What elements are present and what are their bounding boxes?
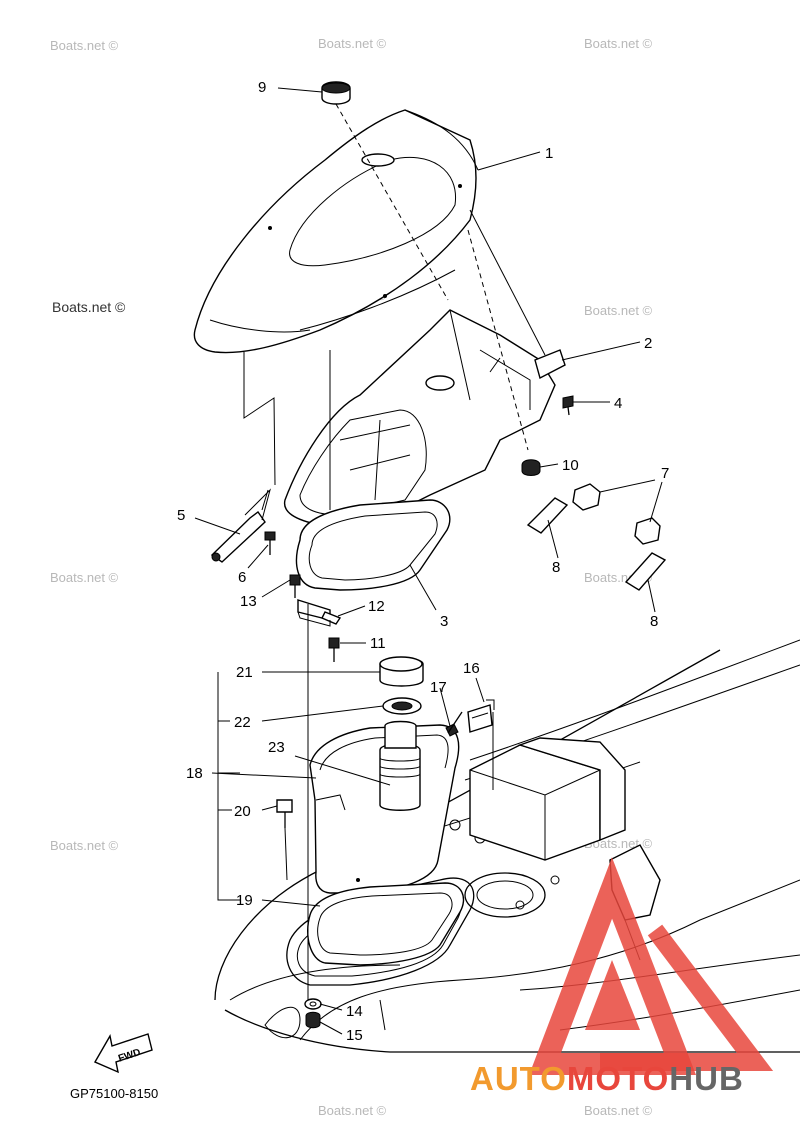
callout-8: 8: [552, 559, 560, 576]
part-18-tank: [309, 720, 460, 894]
part-2-frame: [283, 309, 566, 526]
part-12-bracket: [297, 599, 342, 627]
leader-lines: [194, 87, 663, 1035]
part-13-screw: [289, 574, 301, 598]
callout-2: 2: [644, 335, 652, 352]
part-8-pad-b: [624, 552, 667, 591]
diagram-code: GP75100-8150: [70, 1086, 158, 1101]
callout-3: 3: [440, 613, 448, 630]
callout-6: 6: [238, 569, 246, 586]
part-22-ring: [382, 697, 422, 715]
part-8-pad-a: [526, 497, 569, 534]
watermark: Boats.net ©: [50, 838, 119, 853]
callout-5: 5: [177, 507, 185, 524]
callout-4: 4: [614, 395, 622, 412]
callout-20: 20: [234, 803, 251, 820]
watermark: Boats.net ©: [318, 36, 387, 51]
callout-10: 10: [562, 457, 579, 474]
part-6-pin: [264, 531, 276, 555]
part-10-nut: [521, 459, 541, 476]
part-1-cover: [193, 109, 479, 354]
callout-9: 9: [258, 79, 266, 96]
callout-19: 19: [236, 892, 253, 909]
callout-14: 14: [346, 1003, 363, 1020]
callout-22: 22: [234, 714, 251, 731]
part-9-cap: [321, 81, 449, 301]
hull-outline: [214, 639, 800, 1053]
callout-1: 1: [545, 145, 553, 162]
part-20-screw: [276, 799, 293, 828]
automotohub-logo: AUTOMOTOHUB: [470, 857, 774, 1097]
watermark: Boats.net ©: [584, 1103, 653, 1118]
watermark: Boats.net ©: [50, 38, 119, 53]
callout-15: 15: [346, 1027, 363, 1044]
callout-18: 18: [186, 765, 203, 782]
part-17-fitting: [445, 711, 463, 737]
callout-7: 7: [661, 465, 669, 482]
watermark: Boats.net ©: [52, 299, 126, 315]
part-15-nut: [305, 1011, 321, 1029]
part-21-cap: [379, 656, 424, 687]
callout-8: 8: [650, 613, 658, 630]
watermark: Boats.net ©: [584, 36, 653, 51]
part-5-lever: [210, 488, 271, 563]
part-7-block-a: [572, 483, 601, 511]
watermark: Boats.net ©: [318, 1103, 387, 1118]
watermark: Boats.net ©: [584, 303, 653, 318]
part-19-gasket: [307, 882, 465, 966]
callout-23: 23: [268, 739, 285, 756]
assembly-lines: [217, 209, 546, 1000]
callout-16: 16: [463, 660, 480, 677]
brand-logo-text: AUTOMOTOHUB: [470, 1060, 744, 1097]
callout-21: 21: [236, 664, 253, 681]
callout-13: 13: [240, 593, 257, 610]
callout-17: 17: [430, 679, 447, 696]
part-16-clip: [467, 704, 493, 733]
part-4-screw: [562, 395, 574, 416]
callout-12: 12: [368, 598, 385, 615]
part-7-block-b: [634, 517, 661, 545]
callouts: 9 1 2 4 10 7 5 6 8 8 13 12 3 11 21 16 17…: [177, 79, 669, 1044]
part-11-bolt: [328, 637, 340, 662]
fwd-arrow-icon: FWD: [94, 1033, 153, 1074]
callout-11: 11: [370, 635, 386, 652]
watermark: Boats.net ©: [50, 570, 119, 585]
part-14-washer: [304, 998, 322, 1010]
